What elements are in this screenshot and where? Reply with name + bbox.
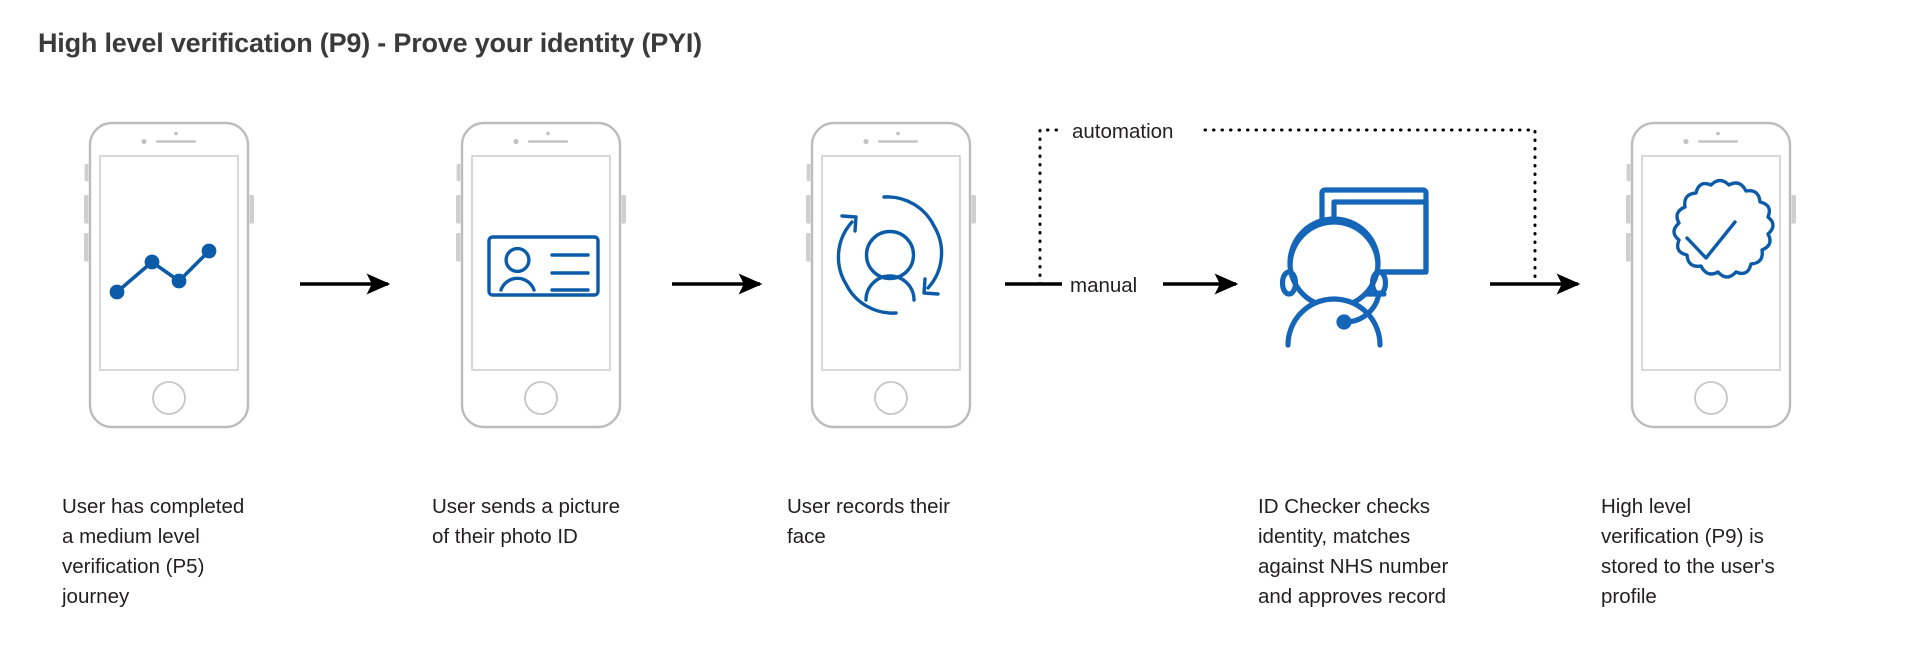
step-3-phone xyxy=(804,121,978,429)
flow-label-automation: automation xyxy=(1072,120,1174,143)
step-4-agent xyxy=(1279,187,1429,348)
id-card-icon xyxy=(487,235,600,297)
connector-automation-dotted-top xyxy=(1203,128,1537,286)
connector-automation-dotted xyxy=(1038,128,1066,286)
step-caption-2: User sends a picture of their photo ID xyxy=(432,495,621,548)
line-chart-icon xyxy=(109,243,217,300)
flow-label-manual: manual xyxy=(1070,274,1138,297)
face-scan-icon xyxy=(836,195,944,315)
step-5-phone xyxy=(1624,121,1798,429)
step-caption-5: High level verification (P9) is stored t… xyxy=(1601,495,1775,608)
step-caption-4: ID Checker checks identity, matches agai… xyxy=(1258,495,1449,608)
step-caption-1: User has completed a medium level verifi… xyxy=(62,495,245,608)
step-caption-3: User records their face xyxy=(787,495,950,548)
support-agent-icon xyxy=(1279,187,1429,348)
step-2-phone xyxy=(454,121,628,429)
page-title: High level verification (P9) - Prove you… xyxy=(38,28,702,58)
step-1-phone xyxy=(82,121,256,429)
verified-badge-icon xyxy=(1672,178,1775,279)
